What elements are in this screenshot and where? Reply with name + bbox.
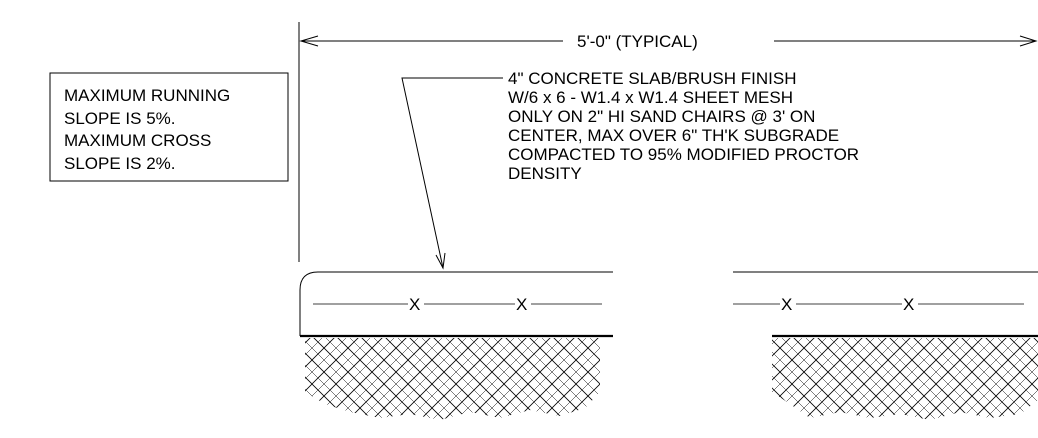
- callout-line-1: 4" CONCRETE SLAB/BRUSH FINISH: [508, 69, 796, 88]
- callout-line-6: DENSITY: [508, 164, 582, 183]
- leader-arrowhead: [435, 252, 446, 270]
- left-arrowhead: [299, 35, 319, 47]
- mesh-mark-4: X: [903, 295, 914, 314]
- callout-line-3: ONLY ON 2" HI SAND CHAIRS @ 3' ON: [508, 107, 815, 126]
- note-line-2: SLOPE IS 5%.: [64, 109, 176, 128]
- subgrade-left: [305, 338, 600, 420]
- note-line-3: MAXIMUM CROSS: [64, 131, 211, 150]
- callout-line-5: COMPACTED TO 95% MODIFIED PROCTOR: [508, 145, 859, 164]
- subgrade-right: [772, 338, 1038, 420]
- note-line-4: SLOPE IS 2%.: [64, 154, 176, 173]
- dimension-label: 5'-0" (TYPICAL): [577, 32, 698, 51]
- right-arrowhead: [1019, 35, 1038, 47]
- mesh-mark-2: X: [516, 295, 527, 314]
- dimension-line: [299, 35, 1038, 47]
- mesh-left: X X: [313, 295, 602, 314]
- note-box: [49, 72, 289, 182]
- mesh-mark-1: X: [409, 295, 420, 314]
- callout-line-2: W/6 x 6 - W1.4 x W1.4 SHEET MESH: [508, 88, 793, 107]
- callout-line-4: CENTER, MAX OVER 6" TH'K SUBGRADE: [508, 126, 839, 145]
- mesh-right: X X: [733, 295, 1024, 314]
- note-line-1: MAXIMUM RUNNING: [64, 86, 230, 105]
- leader-line: [401, 77, 503, 270]
- mesh-mark-3: X: [781, 295, 792, 314]
- slab-left: [299, 271, 613, 336]
